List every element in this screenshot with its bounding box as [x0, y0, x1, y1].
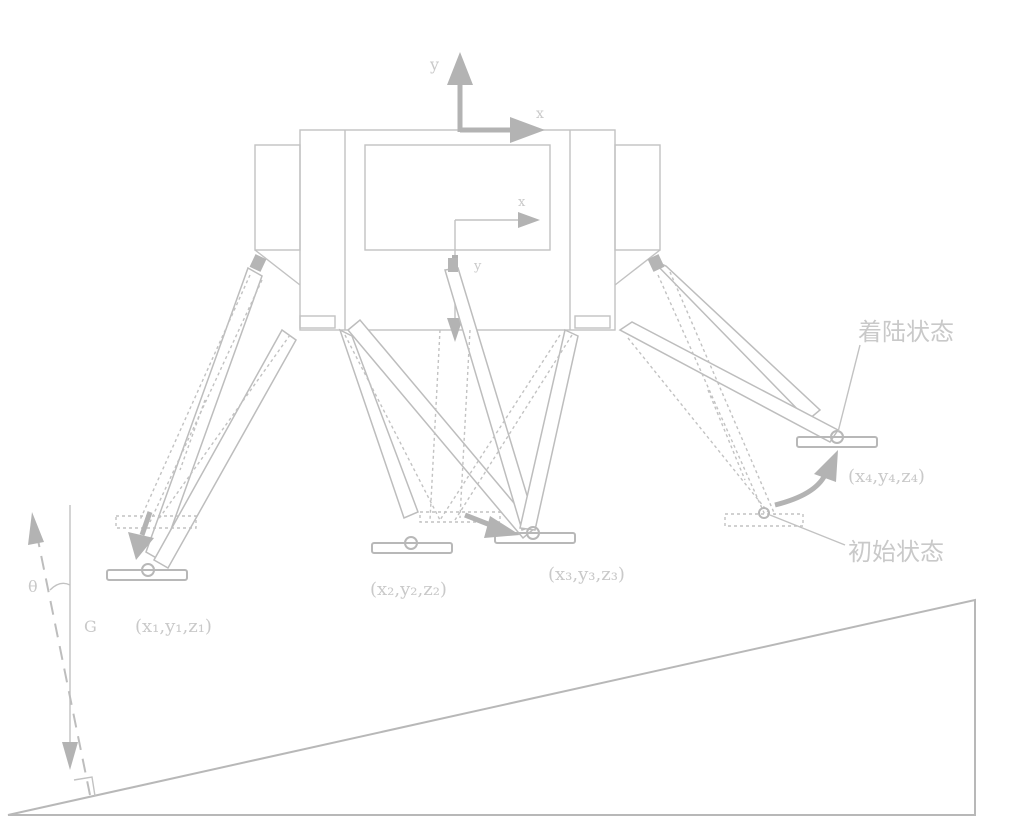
side-panel-left — [254, 144, 301, 251]
foot4-motion-arrowhead — [814, 450, 838, 482]
initial-state-leader — [769, 514, 846, 546]
landing-state-leader — [837, 344, 861, 433]
body-window — [364, 144, 551, 251]
hinge-left — [299, 315, 336, 329]
foot-pad-3 — [494, 532, 576, 544]
theta-label: θ — [28, 577, 38, 596]
slope — [7, 598, 976, 816]
foot-pad-2 — [371, 542, 453, 554]
foot1-motion-arrowhead — [128, 532, 154, 560]
foot-1-coord: (x₁,y₁,z₁) — [135, 616, 212, 637]
legs-initial — [115, 271, 804, 529]
hinge-right — [574, 315, 611, 329]
motion-arrows — [128, 450, 838, 560]
yc-label: y — [473, 259, 482, 274]
foot3-motion-arrowhead — [484, 516, 520, 538]
foot-initial-4 — [724, 513, 804, 527]
gravity-label: G — [84, 617, 97, 636]
xc-label: x — [518, 195, 526, 210]
foot-pads — [106, 430, 878, 581]
gravity-arrowhead — [447, 318, 463, 342]
foot-pad-4 — [796, 436, 878, 448]
foot-4-coord: (x₄,y₄,z₄) — [848, 466, 925, 487]
side-panel-right — [614, 144, 661, 251]
normal-arrowhead — [28, 512, 44, 545]
foot-2-coord: (x₂,y₂,z₂) — [370, 579, 447, 600]
foot-initial-2 — [419, 511, 501, 523]
x-axis-label: x — [536, 106, 544, 122]
x-axis-arrowhead — [510, 117, 545, 143]
foot-initial-1 — [115, 515, 197, 529]
foot-3-coord: (x₃,y₃,z₃) — [548, 564, 625, 585]
foot-pad-1 — [106, 569, 188, 581]
y-axis-label: y — [429, 55, 439, 74]
gravity-vector — [28, 505, 96, 797]
xc-arrowhead — [518, 212, 540, 228]
initial-state-label: 初始状态 — [848, 538, 944, 566]
y-axis-arrowhead — [447, 52, 473, 85]
global-axes: y x — [429, 52, 545, 143]
gravity-down-arrowhead — [62, 742, 78, 770]
landing-state-label: 着陆状态 — [858, 318, 954, 346]
